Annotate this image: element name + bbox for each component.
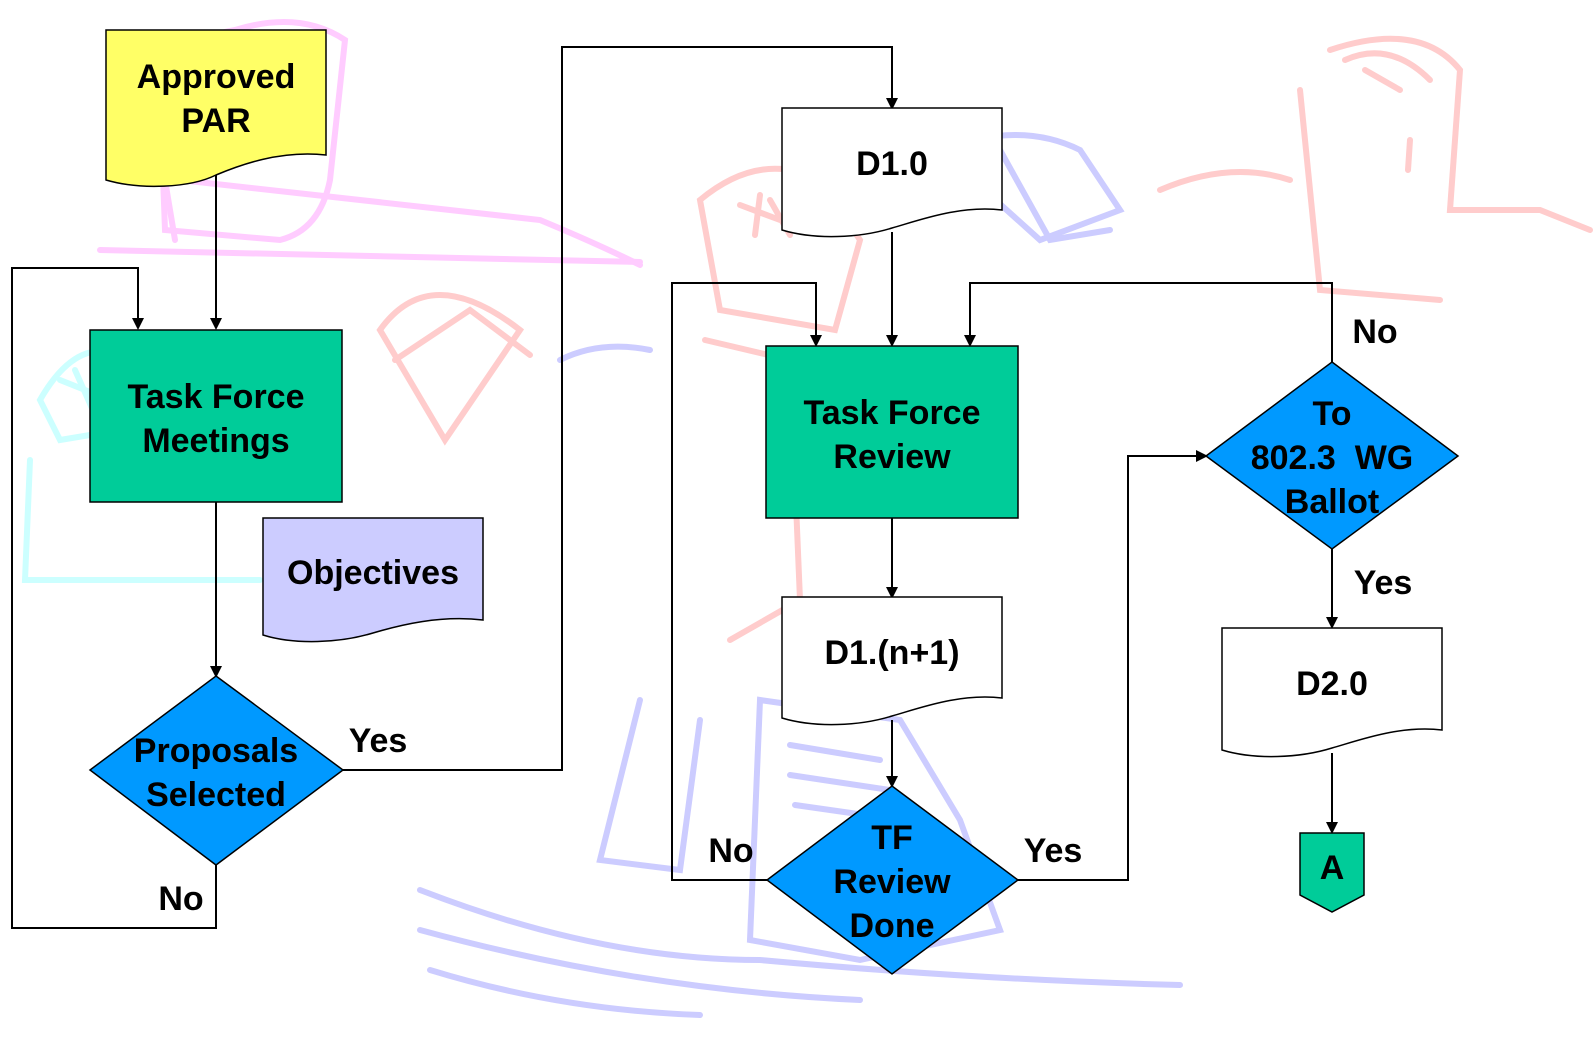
task-force-meetings-node: Task Force Meetings [89, 329, 343, 503]
objectives-node: Objectives [262, 517, 484, 643]
d1-n1-label: D1.(n+1) [824, 634, 959, 672]
approved-par-node: Approved PAR [105, 29, 327, 188]
task-force-meetings-label-2: Meetings [142, 422, 289, 460]
proposals-yes-label: Yes [349, 722, 408, 760]
edge-ballot-no-loop [964, 282, 1333, 362]
tf-review-done-label-3: Done [850, 907, 935, 945]
edge-proposals-yes [343, 46, 898, 771]
edge-done-no-loop [671, 282, 822, 881]
d1-n1-node: D1.(n+1) [781, 596, 1003, 726]
d2-0-node: D2.0 [1221, 627, 1443, 758]
approved-par-label-2: PAR [181, 102, 250, 140]
review-done-no-label: No [708, 832, 753, 870]
connector-a-label: A [1320, 849, 1345, 887]
objectives-label: Objectives [287, 554, 459, 592]
ballot-yes-label: Yes [1354, 564, 1413, 602]
tf-review-done-label-2: Review [833, 863, 951, 901]
d2-0-label: D2.0 [1296, 665, 1368, 703]
task-force-meetings-label-1: Task Force [127, 378, 304, 416]
d1-0-label: D1.0 [856, 145, 928, 183]
proposals-no-label: No [158, 880, 203, 918]
connector-a-node: A [1299, 832, 1365, 913]
wg-ballot-label-3: Ballot [1285, 483, 1379, 521]
task-force-review-node: Task Force Review [765, 345, 1019, 519]
edge-proposals-no-loop [11, 267, 217, 929]
ballot-no-label: No [1352, 313, 1397, 351]
task-force-review-label-2: Review [833, 438, 951, 476]
edge-labels: Yes No No Yes No Yes [158, 313, 1412, 918]
wg-ballot-node: To 802.3 WG Ballot [1204, 361, 1460, 550]
proposals-selected-label-2: Selected [146, 776, 286, 814]
tf-review-done-node: TF Review Done [765, 785, 1020, 975]
wg-ballot-label-2: 802.3 WG [1251, 439, 1414, 477]
review-done-yes-label: Yes [1024, 832, 1083, 870]
d1-0-node: D1.0 [781, 107, 1003, 238]
approved-par-label-1: Approved [137, 58, 296, 96]
tf-review-done-label-1: TF [871, 819, 913, 857]
task-force-review-label-1: Task Force [803, 394, 980, 432]
wg-ballot-label-1: To [1312, 395, 1351, 433]
connector-lines [11, 46, 1338, 929]
proposals-selected-node: Proposals Selected [88, 675, 345, 866]
proposals-selected-label-1: Proposals [134, 732, 298, 770]
edge-done-yes [1018, 450, 1208, 881]
